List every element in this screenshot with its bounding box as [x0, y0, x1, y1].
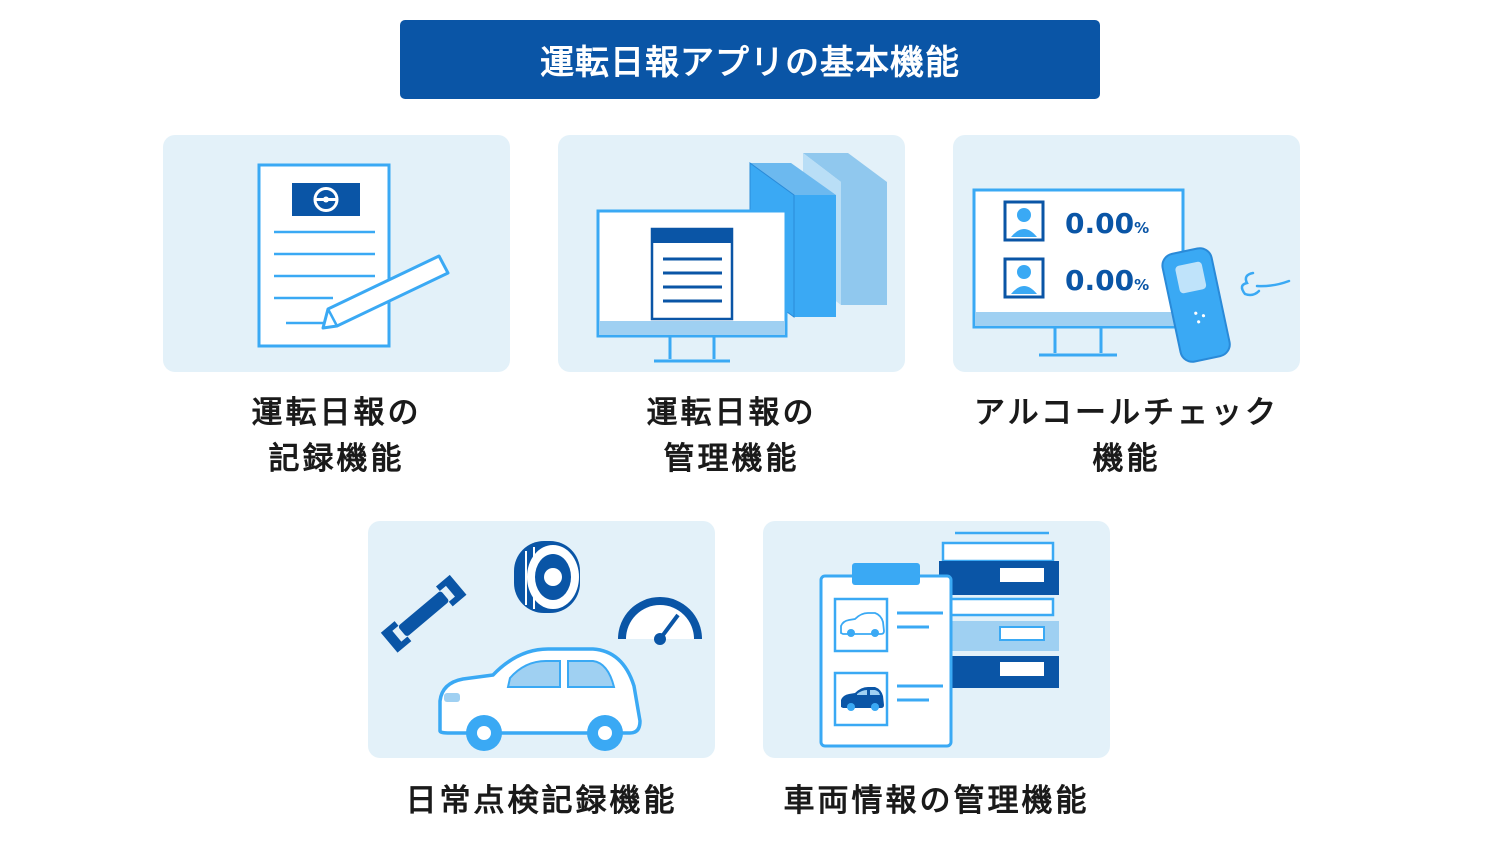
speedometer-icon — [618, 597, 702, 645]
document-pen-icon — [257, 163, 450, 348]
alcohol-reading-2: 0.00% — [1065, 264, 1149, 297]
alcohol-checker-icon: 0.00% 0.00% — [972, 188, 1291, 363]
page-title: 運転日報アプリの基本機能 — [400, 20, 1100, 99]
alcohol-reading-1: 0.00% — [1065, 207, 1149, 240]
feature-card-alcohol-check: 0.00% 0.00% — [953, 135, 1300, 372]
feature-card-daily-report-manage — [558, 135, 905, 372]
wrench-icon — [380, 574, 467, 653]
feature-card-daily-report-record — [163, 135, 510, 372]
car-filled-icon — [841, 687, 884, 711]
car-icon — [438, 647, 642, 751]
feature-caption-vehicle-info: 車両情報の管理機能 — [783, 783, 1090, 819]
feature-card-daily-inspection — [368, 521, 715, 758]
clipboard-car-icon — [819, 531, 1059, 748]
car-maintenance-icon — [380, 541, 702, 751]
feature-caption-alcohol-check: アルコールチェック 機能 — [973, 395, 1280, 477]
car-outline-icon — [840, 612, 885, 637]
feature-caption-daily-report-manage: 運転日報の 管理機能 — [646, 395, 817, 477]
tire-icon — [514, 541, 580, 613]
file-cabinet-icon — [939, 531, 1059, 688]
feature-caption-daily-report-record: 運転日報の 記録機能 — [251, 395, 422, 477]
feature-caption-daily-inspection: 日常点検記録機能 — [405, 783, 678, 819]
feature-card-vehicle-info — [763, 521, 1110, 758]
monitor-books-icon — [596, 153, 887, 363]
